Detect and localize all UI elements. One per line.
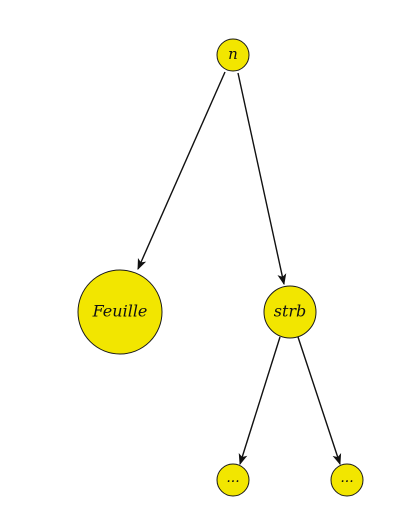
node-dots-right-circle	[330, 463, 364, 497]
node-feuille-circle	[77, 269, 163, 355]
node-dots-right: ...	[330, 463, 364, 497]
edge-strb-to-dots-right	[297, 336, 342, 466]
edge-n-to-strb	[237, 72, 287, 286]
node-n-label: n	[228, 45, 238, 63]
node-n: n	[216, 38, 250, 72]
node-dots-left-label: ...	[226, 470, 239, 486]
edge-n-to-feuille	[137, 71, 226, 271]
node-dots-left: ...	[216, 463, 250, 497]
node-strb: strb	[263, 285, 317, 339]
node-dots-left-circle	[216, 463, 250, 497]
node-dots-right-label: ...	[340, 470, 353, 486]
node-feuille-label: Feuille	[92, 302, 148, 321]
node-feuille: Feuille	[77, 269, 163, 355]
node-strb-label: strb	[274, 302, 307, 321]
edge-strb-to-dots-left	[238, 336, 281, 466]
node-n-circle	[216, 38, 250, 72]
edges	[137, 71, 342, 466]
node-strb-circle	[263, 285, 317, 339]
